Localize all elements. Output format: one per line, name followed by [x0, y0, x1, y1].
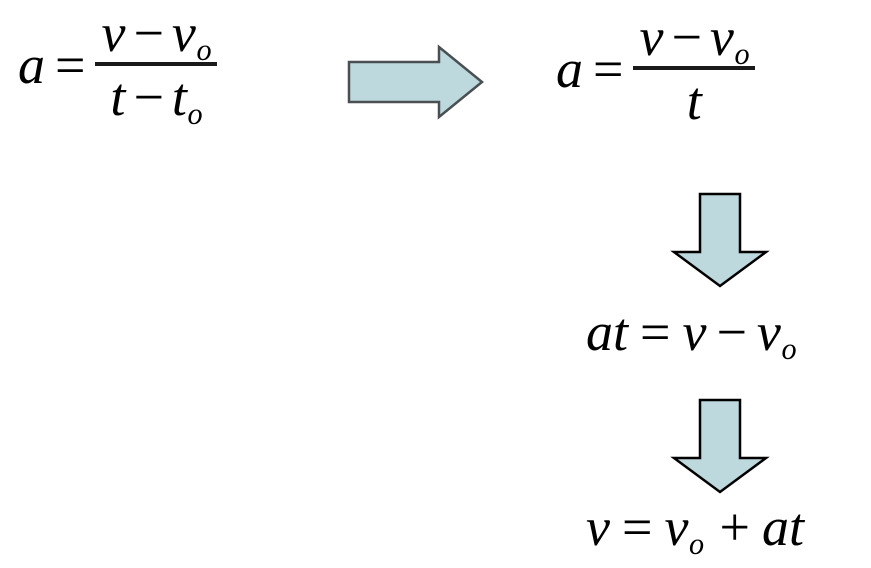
fraction-denominator: t: [633, 70, 755, 128]
equation-final-velocity: v=vo+at: [586, 497, 805, 559]
denominator-term-t: t: [686, 71, 702, 131]
numerator-term-v: v: [639, 7, 664, 67]
down-arrow-shape: [670, 398, 770, 494]
denominator-term-t-initial: t: [171, 67, 187, 127]
numerator-term-v: v: [101, 3, 126, 63]
term-a: a: [586, 302, 613, 362]
term-v-initial: v: [664, 497, 689, 557]
term-t: t: [613, 302, 629, 362]
equals-sign: =: [640, 302, 671, 362]
term-v-initial: v: [756, 302, 781, 362]
fraction: v−vo t: [633, 10, 755, 128]
right-arrow-icon: [344, 44, 486, 120]
plus-sign: +: [719, 497, 750, 557]
numerator-term-v-initial: v: [709, 7, 734, 67]
fraction-bar: [633, 66, 755, 70]
down-arrow-icon-first: [668, 190, 772, 290]
right-arrow-shape: [347, 44, 484, 120]
fraction: v−vo t−to: [95, 3, 217, 129]
minus-sign: −: [716, 302, 747, 362]
down-arrow-icon-second: [668, 396, 772, 496]
fraction-numerator: v−vo: [95, 3, 217, 65]
variable-a: a: [556, 39, 583, 99]
down-arrow-svg: [670, 192, 770, 288]
term-a: a: [762, 497, 789, 557]
fraction-numerator: v−vo: [633, 7, 755, 69]
numerator-subscript-o: o: [196, 33, 212, 68]
equation-lhs: a=: [556, 42, 633, 96]
numerator-minus-sign: −: [133, 3, 164, 63]
denominator-term-t: t: [110, 67, 126, 127]
equals-sign: =: [621, 497, 653, 557]
equation-acceleration-simplified: a= v−vo t: [556, 10, 755, 128]
equation-at-equals-v-minus-v0: at=v−vo: [586, 302, 797, 364]
term-v: v: [586, 497, 610, 557]
denominator-subscript-o: o: [187, 97, 203, 132]
equals-sign: =: [55, 35, 86, 95]
equals-sign: =: [593, 39, 624, 99]
numerator-term-v-initial: v: [171, 3, 196, 63]
numerator-subscript-o: o: [734, 37, 750, 72]
denominator-minus-sign: −: [133, 67, 164, 127]
equation-lhs: a=: [18, 38, 95, 92]
variable-a: a: [18, 35, 45, 95]
subscript-o: o: [781, 332, 797, 367]
equation-acceleration-definition: a= v−vo t−to: [18, 3, 217, 129]
term-t: t: [789, 497, 805, 557]
down-arrow-svg: [670, 398, 770, 494]
subscript-o: o: [689, 527, 705, 562]
right-arrow-svg: [347, 44, 484, 120]
fraction-bar: [95, 62, 217, 66]
down-arrow-shape: [670, 192, 770, 288]
term-v: v: [682, 302, 707, 362]
numerator-minus-sign: −: [671, 7, 702, 67]
fraction-denominator: t−to: [95, 66, 217, 129]
